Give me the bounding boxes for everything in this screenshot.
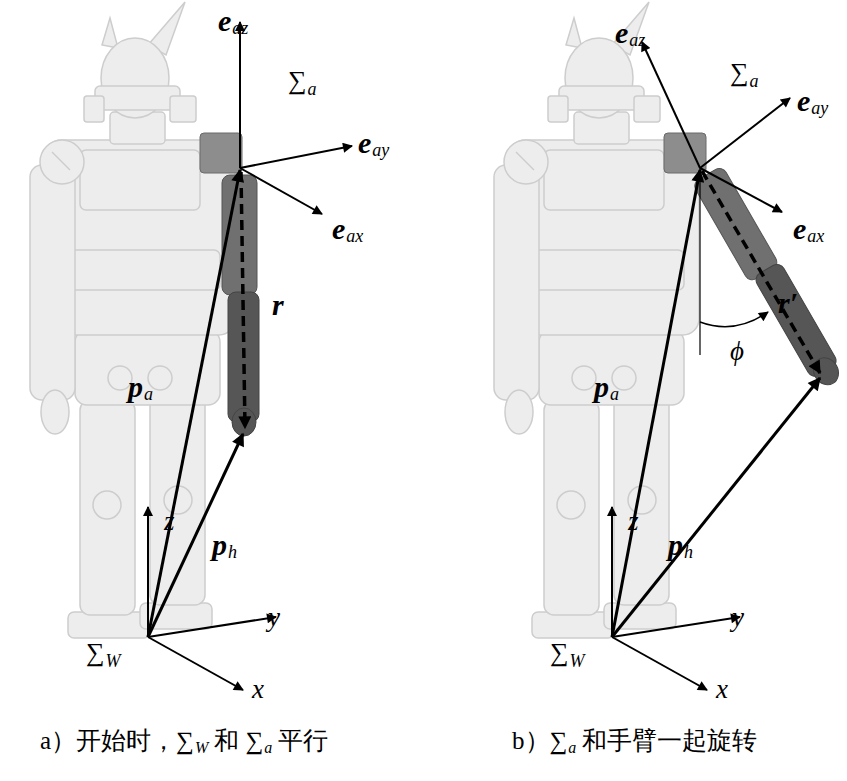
axis-name: z	[628, 508, 639, 535]
axis-name: z	[164, 508, 175, 535]
subfigure-caption: 和 ∑	[214, 728, 263, 753]
axis-name: y	[268, 604, 280, 631]
subscript: ay	[372, 141, 389, 159]
vector-name: p	[668, 530, 683, 560]
subscript: ax	[346, 227, 363, 245]
subscript: a	[750, 72, 759, 90]
subscript: az	[629, 31, 645, 49]
frame-name: ∑	[550, 640, 569, 666]
subfigure-caption: a）开始时，∑	[40, 728, 194, 753]
subfigure-caption: b）∑	[512, 728, 567, 753]
vector-name: e	[358, 128, 371, 158]
frame-name: ∑	[86, 640, 105, 666]
vector-name: e	[615, 18, 628, 48]
vector-name: p	[128, 372, 143, 402]
subscript: a	[568, 740, 576, 756]
subscript: az	[232, 19, 248, 37]
subscript: h	[684, 543, 693, 561]
vector-name: r′	[778, 288, 798, 318]
subscript: W	[570, 652, 585, 670]
frame-name: ∑	[288, 68, 307, 94]
angle-name: ϕ	[730, 338, 744, 365]
subscript: ay	[811, 99, 828, 117]
axis-name: y	[732, 604, 744, 631]
subscript: ax	[807, 227, 824, 245]
subscript: W	[106, 652, 121, 670]
frame-name: ∑	[730, 60, 749, 86]
subscript: a	[308, 80, 317, 98]
subscript: a	[610, 385, 619, 403]
vector-name: e	[332, 214, 345, 244]
vector-name: p	[212, 530, 227, 560]
vector-name: e	[797, 86, 810, 116]
subfigure-caption: 平行	[278, 728, 328, 753]
vector-name: e	[793, 214, 806, 244]
subscript: a	[264, 740, 272, 756]
subscript: h	[228, 543, 237, 561]
vector-name: e	[218, 6, 231, 36]
subscript: a	[144, 385, 153, 403]
vector-name: r	[272, 290, 284, 320]
axis-name: x	[716, 676, 728, 703]
subfigure-caption: 和手臂一起旋转	[582, 728, 757, 753]
axis-name: x	[252, 676, 264, 703]
vector-name: p	[594, 372, 609, 402]
subscript: W	[195, 740, 208, 756]
